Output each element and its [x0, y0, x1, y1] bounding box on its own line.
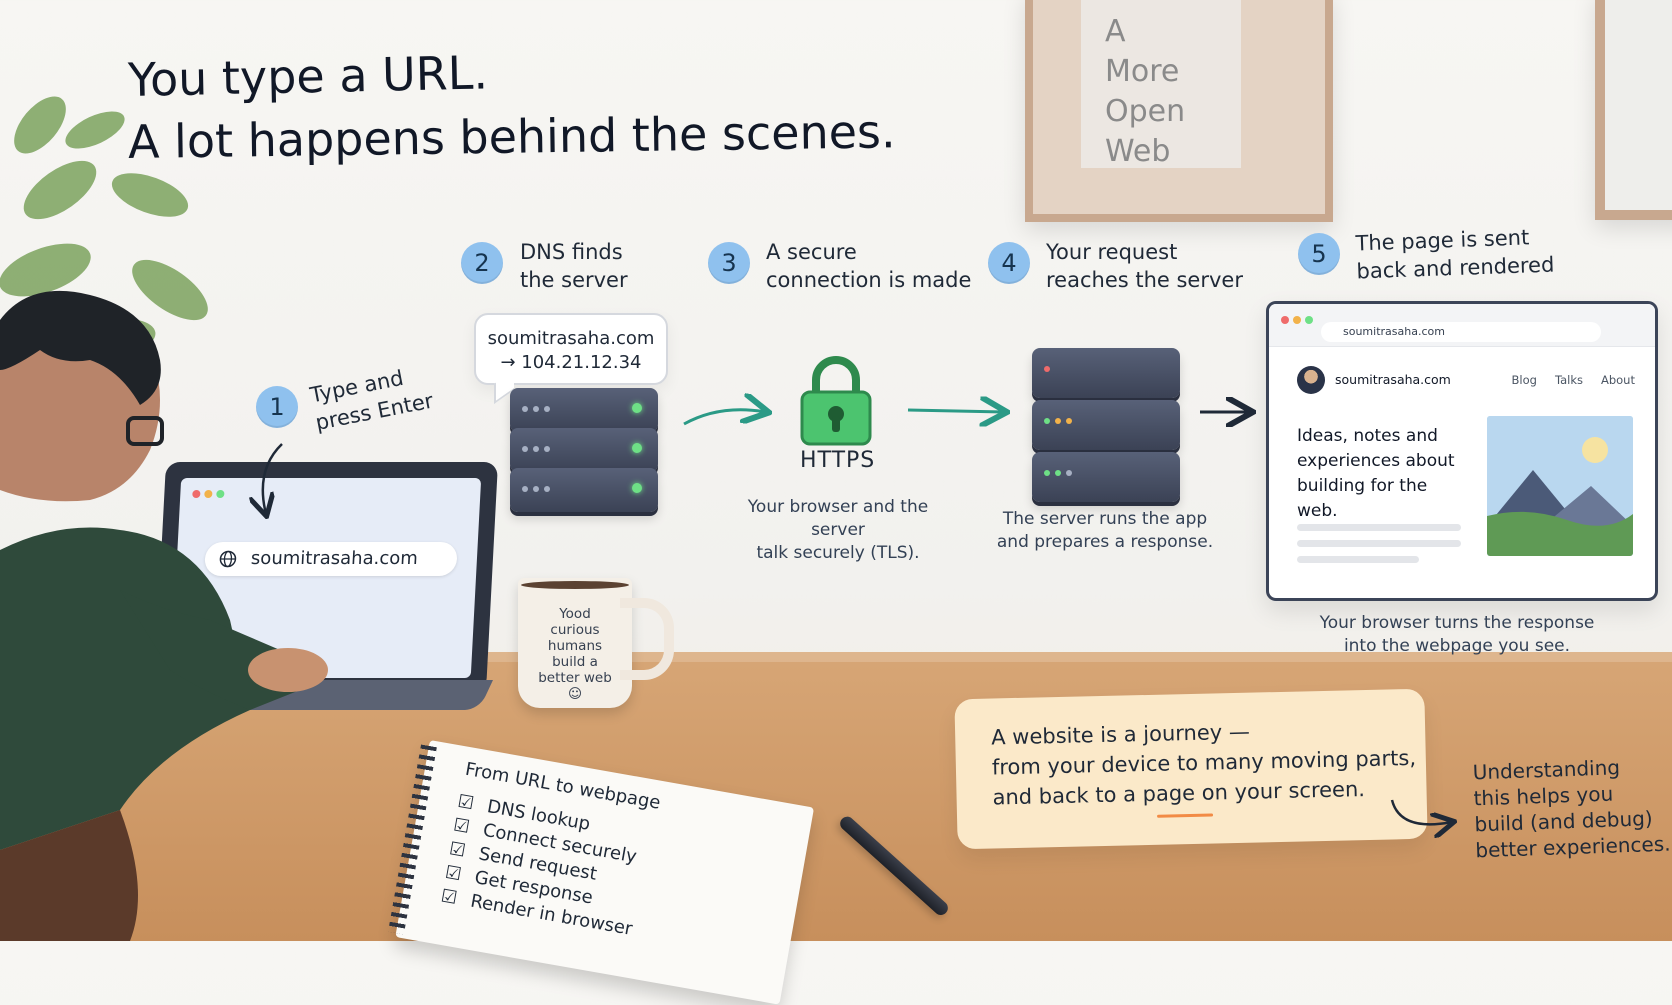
avatar: [1297, 366, 1325, 394]
laptop-address-bar[interactable]: soumitrasaha.com: [204, 542, 458, 576]
browser-address-bar[interactable]: soumitrasaha.com: [1321, 322, 1601, 342]
server-caption: The server runs the app and prepares a r…: [996, 509, 1214, 552]
https-caption: Your browser and the server talk securel…: [747, 497, 929, 563]
nav-link-blog[interactable]: Blog: [1511, 373, 1537, 387]
notebook-checklist: DNS lookup Connect securely Send request…: [439, 790, 651, 942]
step-5-label: The page is sent back and rendered: [1355, 225, 1555, 284]
browser-toolbar: soumitrasaha.com: [1269, 304, 1655, 347]
wall-poster: A More Open Web: [1025, 0, 1333, 222]
step-2-label: DNS finds the server: [520, 240, 628, 292]
site-name: soumitrasaha.com: [1335, 372, 1451, 387]
site-nav: Blog Talks About: [1512, 373, 1635, 387]
step-1-badge: 1: [256, 386, 298, 428]
step-3-label: A secure connection is made: [766, 240, 972, 292]
step-2-badge: 2: [461, 242, 503, 284]
globe-icon: [219, 550, 237, 568]
server-unit: [1032, 348, 1180, 398]
step-4-label: Your request reaches the server: [1046, 240, 1243, 292]
server-unit: [510, 428, 658, 472]
title-line-2: A lot happens behind the scenes.: [127, 104, 896, 169]
step-4-badge: 4: [988, 242, 1030, 284]
wall-poster-right: [1595, 0, 1672, 220]
lock-icon: [796, 352, 876, 447]
page-title: You type a URL. A lot happens behind the…: [127, 45, 896, 174]
dns-bubble: soumitrasaha.com → 104.21.12.34: [474, 313, 668, 385]
site-hero-text: Ideas, notes and experiences about build…: [1297, 426, 1455, 521]
laptop: soumitrasaha.com: [153, 462, 499, 692]
note-underline: [1157, 813, 1214, 818]
server-unit: [510, 388, 658, 432]
text-placeholder: [1297, 556, 1419, 563]
mug-handle: [620, 598, 674, 680]
dns-ip: → 104.21.12.34: [500, 352, 642, 373]
mug-text: Yood curious humans build a better web ☺: [538, 606, 612, 702]
laptop-screen: soumitrasaha.com: [170, 478, 482, 678]
server-unit: [1032, 400, 1180, 450]
browser-caption: Your browser turns the response into the…: [1319, 613, 1595, 656]
nav-link-about[interactable]: About: [1600, 373, 1635, 387]
side-note: Understanding this helps you build (and …: [1472, 755, 1671, 863]
person-illustration: [0, 290, 328, 941]
arrow-https-to-server: [907, 410, 1004, 412]
app-server-rack: [1032, 348, 1180, 508]
text-placeholder: [1297, 524, 1461, 531]
dns-domain: soumitrasaha.com: [487, 328, 655, 349]
url-journey-illustration: A More Open Web You type a URL. A lot ha…: [0, 0, 1672, 941]
step-3-badge: 3: [708, 242, 750, 284]
rendered-browser-window: soumitrasaha.com soumitrasaha.com Blog T…: [1266, 301, 1658, 601]
nav-link-talks[interactable]: Talks: [1554, 373, 1583, 387]
dns-server-rack: [510, 388, 658, 548]
step-5-badge: 5: [1298, 233, 1340, 275]
https-label: HTTPS: [800, 448, 876, 473]
browser-url-text: soumitrasaha.com: [1343, 325, 1445, 338]
server-unit: [1032, 452, 1180, 502]
text-placeholder: [1297, 540, 1461, 547]
server-unit: [510, 468, 658, 512]
coffee-mug: Yood curious humans build a better web ☺: [518, 578, 632, 708]
landscape-image: [1487, 416, 1633, 556]
site-header: soumitrasaha.com Blog Talks About: [1297, 366, 1635, 396]
arrow-dns-to-https: [683, 410, 766, 424]
summary-note: A website is a journey — from your devic…: [954, 688, 1428, 850]
poster-text: A More Open Web: [1105, 14, 1186, 169]
summary-note-text: A website is a journey — from your devic…: [990, 719, 1417, 810]
